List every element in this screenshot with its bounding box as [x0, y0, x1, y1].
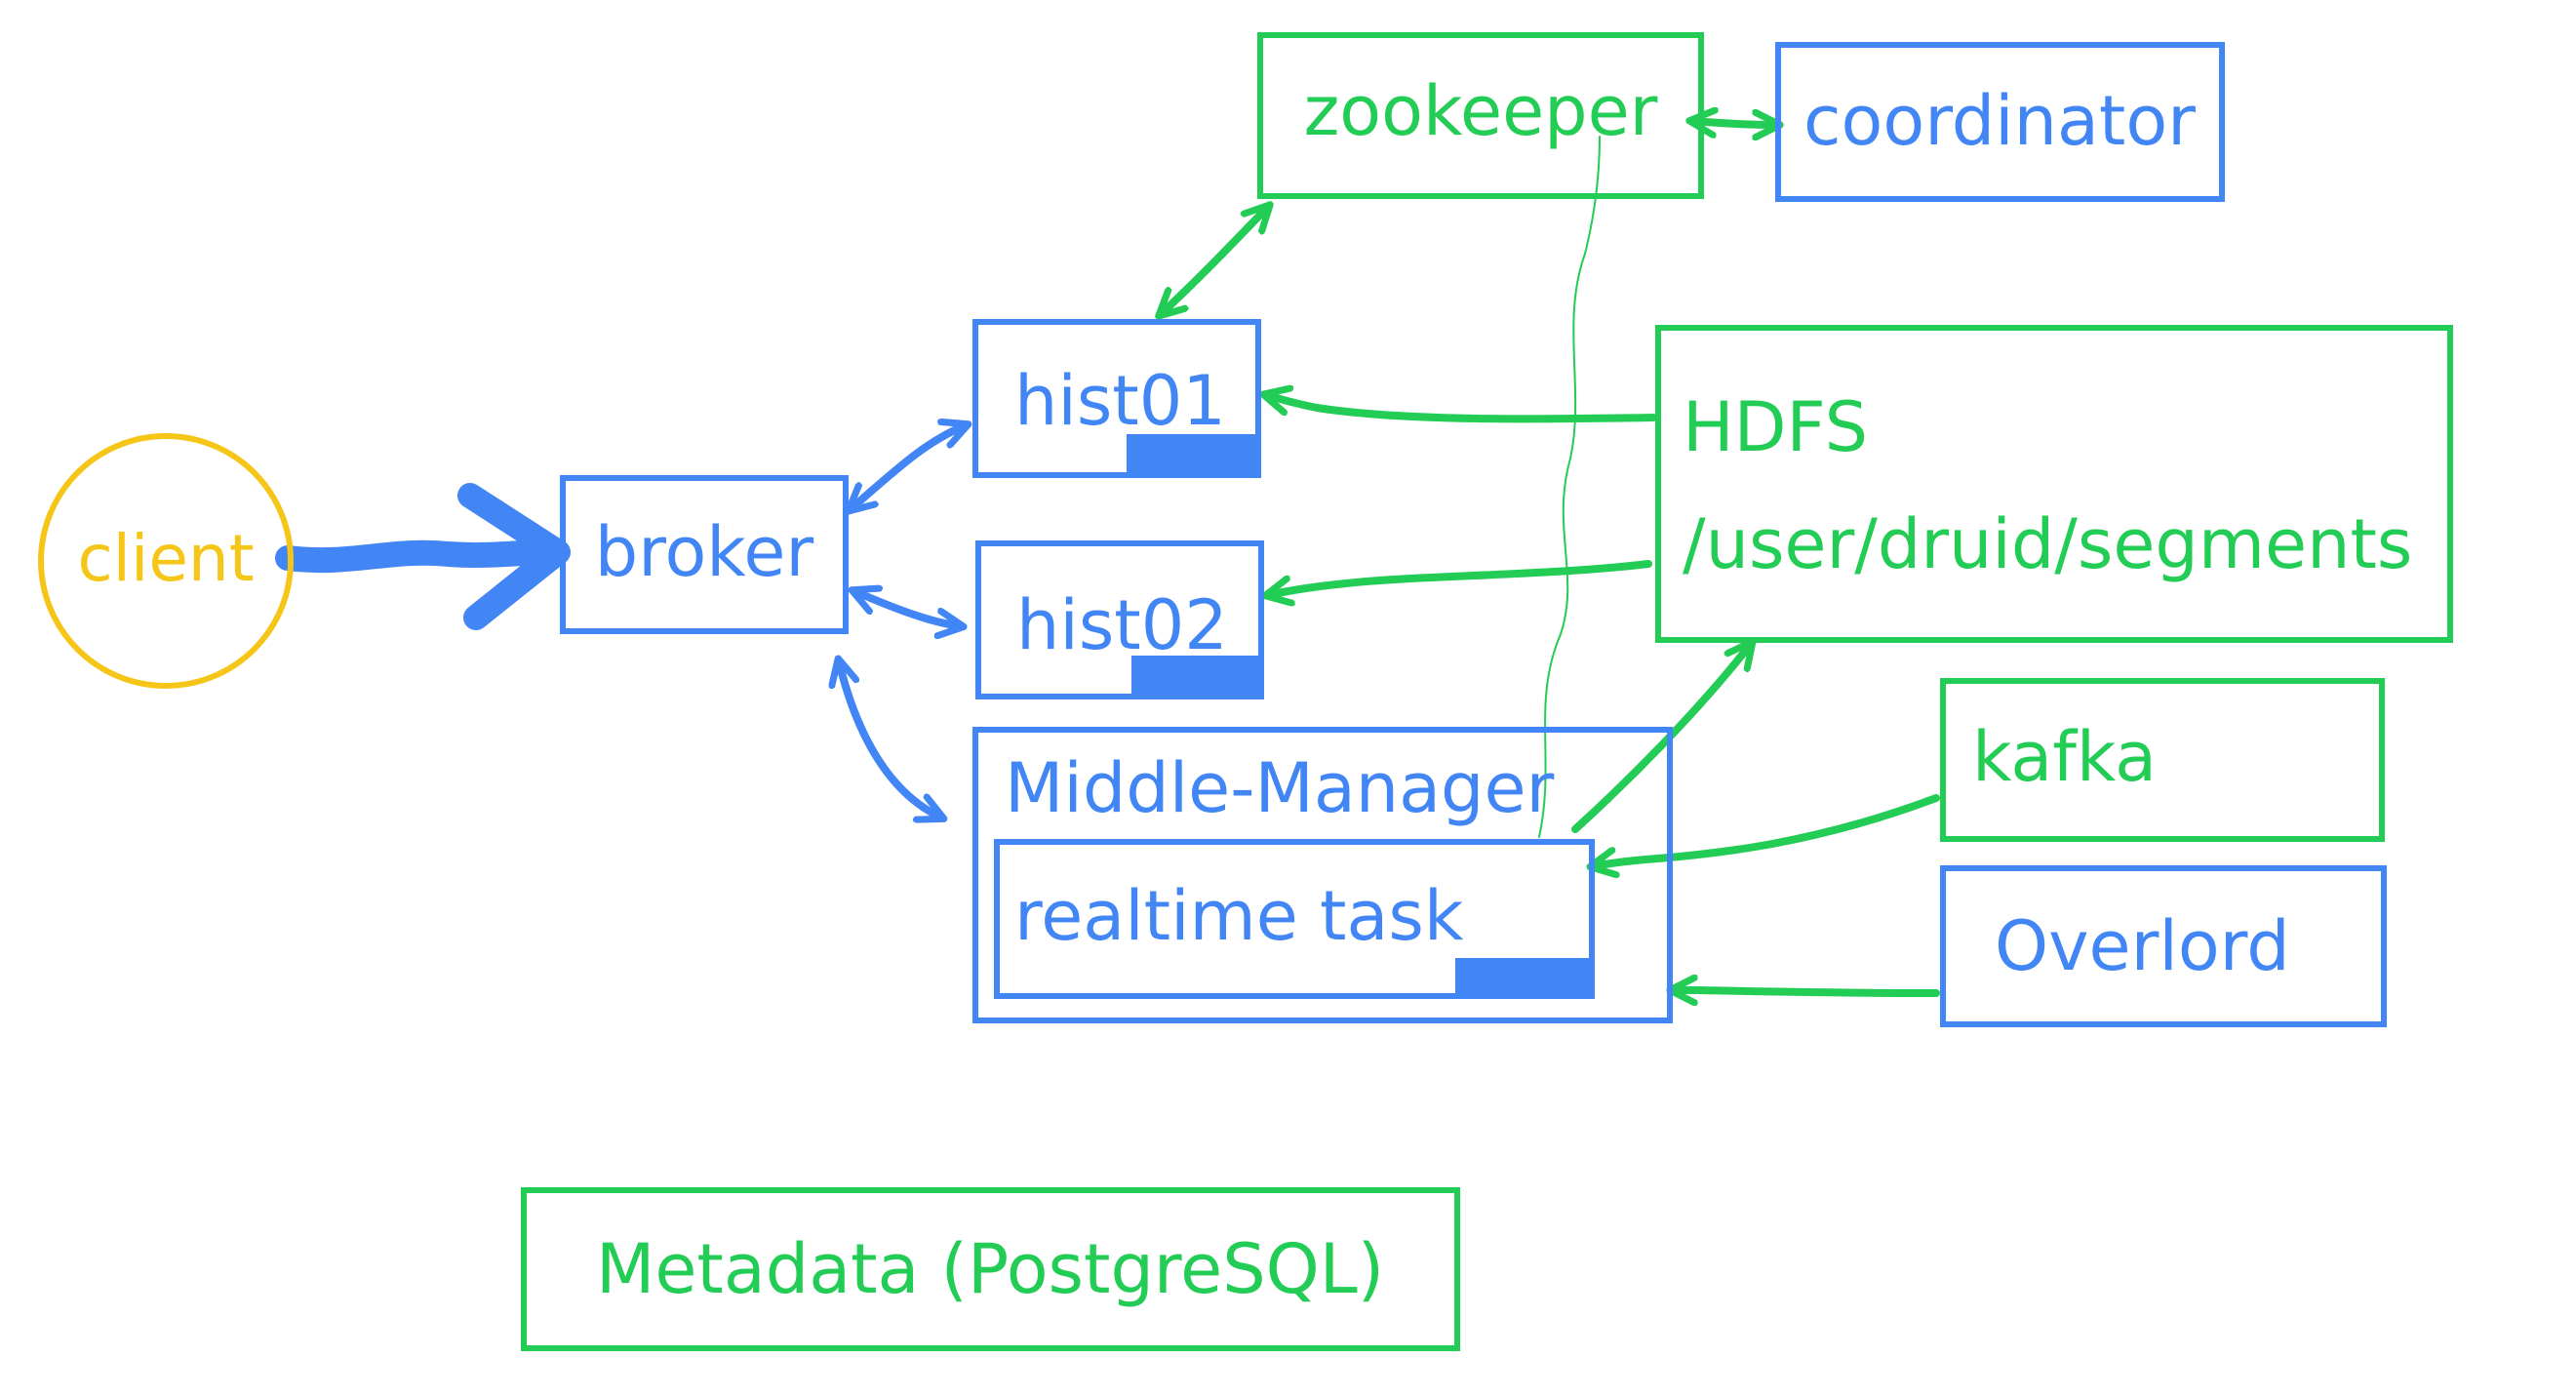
kafka-label: kafka — [1972, 717, 2157, 797]
node-realtime-task: realtime task — [994, 839, 1595, 999]
node-hist02: hist02 — [975, 540, 1264, 699]
overlord-label: Overlord — [1995, 906, 2290, 986]
node-hist01: hist01 — [972, 319, 1261, 478]
edge-overlord-middle-manager — [1673, 990, 1940, 993]
edge-realtime-zookeeper-thin — [1538, 136, 1601, 838]
realtime-task-label: realtime task — [1014, 876, 1464, 956]
hist02-indicator — [1131, 656, 1261, 697]
metadata-label: Metadata (PostgreSQL) — [596, 1229, 1384, 1309]
client-label: client — [77, 521, 254, 596]
broker-label: broker — [595, 512, 814, 592]
node-client: client — [38, 433, 294, 689]
edge-hdfs-hist02 — [1268, 560, 1652, 595]
hdfs-label-line2: /user/druid/segments — [1683, 504, 2412, 584]
edge-broker-hist01 — [851, 425, 966, 509]
coordinator-label: coordinator — [1803, 81, 2196, 161]
edge-broker-hist02 — [854, 591, 961, 626]
node-overlord: Overlord — [1940, 865, 2387, 1027]
hist01-indicator — [1127, 434, 1255, 473]
edge-broker-middle-manager — [839, 661, 941, 818]
node-kafka: kafka — [1940, 678, 2385, 842]
edge-hdfs-hist01 — [1266, 395, 1657, 423]
node-broker: broker — [560, 475, 849, 634]
hist02-label: hist02 — [1016, 585, 1228, 665]
edge-zookeeper-coordinator — [1692, 121, 1777, 125]
edge-kafka-realtime — [1593, 794, 1940, 866]
zookeeper-label: zookeeper — [1304, 71, 1658, 151]
hist01-label: hist01 — [1014, 361, 1226, 441]
edge-client-broker — [275, 483, 571, 630]
middle-manager-label: Middle-Manager — [1005, 748, 1555, 828]
edge-realtime-hdfs — [1571, 644, 1751, 833]
node-coordinator: coordinator — [1775, 42, 2225, 202]
node-metadata: Metadata (PostgreSQL) — [521, 1187, 1460, 1351]
hdfs-label-line1: HDFS — [1683, 387, 1868, 467]
realtime-task-indicator — [1455, 958, 1592, 995]
edge-hist01-zookeeper — [1161, 207, 1268, 314]
node-middle-manager: Middle-Manager realtime task — [972, 727, 1673, 1023]
node-zookeeper: zookeeper — [1257, 32, 1704, 199]
node-hdfs: HDFS /user/druid/segments — [1655, 325, 2453, 643]
